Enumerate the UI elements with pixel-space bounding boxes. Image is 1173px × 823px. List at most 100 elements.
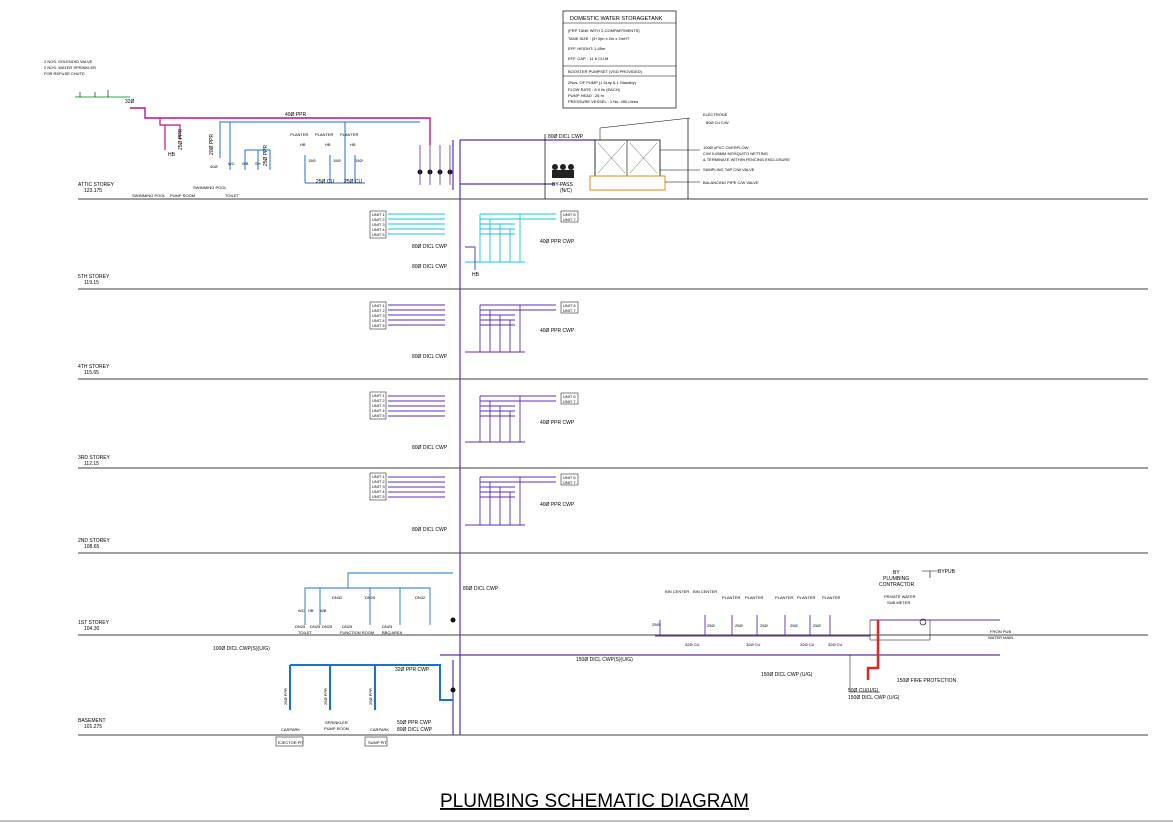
tank-line: EFF. HEIGHT: 1.45m [568,46,606,51]
floor-2-branch: 80Ø DICL CWP 40Ø PPR CWP [388,476,575,533]
pipe-label: 40Ø PPR CWP [540,502,575,508]
unit-tag: UNIT 3 [372,222,385,227]
room-label: PUMP ROOM [170,193,195,198]
water-main-label: WATER MAIN [988,635,1013,640]
storey-level: 112.15 [84,461,99,467]
unit-tag: UNIT 1 [372,393,385,398]
storey-name: 2ND STOREY [78,538,111,544]
typical-floors: 80Ø DICL CWP 80Ø DICL CWP 40Ø PPR CWP HB… [388,213,575,533]
fixture-label: HB [308,608,314,613]
dn-label: DN25 [310,624,321,629]
booster-line: PRESSURE VESSEL : 1 No. 450 Litres [568,99,638,104]
first-storey: 80Ø DICL CWP WC HB WB DN25 DN25 DN25 DN2… [213,569,1013,701]
unit-tag: UNIT 5 [372,413,385,418]
hb-label: HB [168,152,176,158]
unit-tag: UNIT 3 [372,403,385,408]
storey-labels: ATTIC STOREY 123.175 5TH STOREY 119.15 4… [78,182,115,730]
d15-label: 15Ø [333,158,341,163]
storey-name: ATTIC STOREY [78,182,115,188]
unit-tag: UNIT 4 [372,318,385,323]
planter-label: PLANTER [315,132,334,137]
pipe-150-label: 150Ø DICL CWP (U/G) [848,695,900,701]
storey-level: 119.15 [84,280,99,286]
d25-label: 25Ø [813,623,821,628]
top-left-note: 2 NOS. WATER SPRINKLER [44,65,96,70]
dn-label: DN32 [332,595,343,600]
top-left-note: FOR REFUSE CHUTE [44,71,85,76]
fixture-label: WC [298,608,305,613]
pipe-label: 40Ø PPR CWP [540,420,575,426]
dn-label: DN25 [382,624,393,629]
pipe-32-label: 32Ø [125,99,135,105]
room-label: SPRINKLER [325,720,348,725]
storey-level: 123.175 [84,188,102,194]
room-label: CARPARK [370,727,389,732]
ppr-label: 25Ø PPR [178,128,184,150]
unit-tag: UNIT 5 [372,494,385,499]
d25-label: 25Ø [652,622,660,627]
pipe-80-label: 80Ø DICL CWP [463,586,499,592]
pipe-label: 40Ø PPR CWP [540,328,575,334]
cu25-label: 25Ø CU [344,179,362,185]
unit-tag: UNIT 2 [372,217,385,222]
fixture-name: PLANTER [797,595,816,600]
room-label: SWIMMING POOL [193,185,227,190]
unit-tag: UNIT 1 [372,212,385,217]
unit-tag: UNIT 1 [372,474,385,479]
fixture-name: PLANTER [822,595,841,600]
floor-5-branch: 80Ø DICL CWP 80Ø DICL CWP 40Ø PPR CWP HB [388,213,575,278]
ppr-label: 25Ø PPR [323,688,328,705]
pipe-label: 40Ø PPR CWP [540,239,575,245]
storey-name: BASEMENT [78,718,106,724]
hb-label: HB [350,142,356,147]
ppr-label: 25Ø PPR [368,688,373,705]
diagram-title: PLUMBING SCHEMATIC DIAGRAM [440,791,749,812]
booster-line: FLOW RATE : 8.0 l/s (EACH) [568,87,621,92]
planter-label: PLANTER [290,132,309,137]
fixture-name: BIN CENTER [693,589,717,594]
room-label: TOILET [225,193,239,198]
ppr20-label: 20Ø PPR [209,133,215,155]
pipe-150-label: 150Ø DICL CWP(S)(U/G) [576,657,633,663]
first-storey-valve [450,617,456,623]
storey-level: 115.65 [84,370,99,376]
tank-line: TANK SIZE : (3+3)m x 2m x 2mHT [568,36,630,41]
unit-tag: UNIT 7 [563,480,576,485]
pipe-label: 80Ø DICL CWP [412,354,448,360]
hb-label: HB [325,142,331,147]
tank-info-box: DOMESTIC WATER STORAGETANK (FRP TANK WIT… [562,10,677,109]
booster-line: 2Nos. OF PUMP (1 Duty & 1 Standby) [568,80,637,85]
wb-label: WB [242,161,249,166]
tank-note: SAMPLING TAP C/W VALVE [703,167,755,172]
unit-tag: UNIT 5 [372,323,385,328]
dn-label: DN32 [415,595,426,600]
tank-line: EFF. CAP. : 11.6 CU.M [568,56,608,61]
tank-note: C/W 0.65MM MOSQUITO NETTING [703,151,768,156]
unit-tag: UNIT 7 [563,399,576,404]
dn-label: DN25 [342,624,353,629]
storey-name: 4TH STOREY [78,364,110,370]
dn-label: DN25 [322,624,333,629]
unit-tag: UNIT 2 [372,308,385,313]
room-label: TOILET [298,630,312,635]
tank-box-header: DOMESTIC WATER STORAGETANK [570,16,663,22]
meter-label: SUB METER [887,600,910,605]
room-label: PUMP ROOM [324,726,349,731]
hb-label: HB [472,272,480,278]
cu-label: 50Ø CU(U/G) [848,688,879,694]
storey-level: 101.275 [84,724,102,730]
pipe-100-label: 100Ø DICL CWP(S)(U/G) [213,646,270,652]
booster-line: PUMP HEAD : 26 m [568,93,605,98]
nc-label: (N/C) [560,188,572,194]
unit-tag: UNIT 3 [372,484,385,489]
floor-4-branch: 80Ø DICL CWP 40Ø PPR CWP [388,304,575,360]
from-pub-label: FROM PUB [990,629,1011,634]
unit-tag: UNIT 5 [372,232,385,237]
cu32-label: 32Ø CU [828,642,843,647]
pipe-80-label: 80Ø DICL CWP [397,727,433,733]
unit-tag: UNIT 2 [372,479,385,484]
main-riser [440,139,1000,735]
pipe-label: 80Ø DICL CWP [412,264,448,270]
wc-label: WC [228,161,235,166]
